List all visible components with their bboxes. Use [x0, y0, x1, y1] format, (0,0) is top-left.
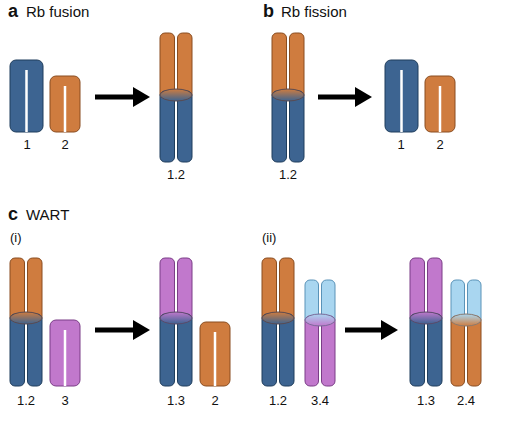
chromosome-number: 1.3	[417, 394, 435, 408]
chromosome-number: 1.2	[269, 394, 287, 408]
panel-letter: b	[263, 2, 274, 22]
panel-letter: c	[8, 205, 18, 225]
acrocentric-chromosome	[50, 76, 80, 132]
panel-title: WART	[26, 207, 69, 224]
subpanel-label: (ii)	[262, 231, 276, 245]
panel-title: Rb fission	[281, 4, 347, 21]
chromosome-number: 1	[397, 138, 404, 152]
fused-chromosome	[272, 33, 304, 162]
chromosome-number: 2.4	[457, 394, 475, 408]
subpanel-label: (i)	[10, 231, 22, 245]
chromosome-number: 2	[211, 394, 218, 408]
chromosome-number: 3	[61, 394, 68, 408]
fused-chromosome	[305, 280, 335, 386]
acrocentric-chromosome	[10, 60, 43, 132]
chromosome-number: 1	[23, 138, 30, 152]
process-arrow	[95, 87, 150, 107]
chromosome-number: 1.2	[17, 394, 35, 408]
process-arrow	[95, 320, 150, 340]
chromosome-number: 1.2	[167, 168, 185, 182]
panel-letter: a	[8, 2, 18, 22]
panel-title: Rb fusion	[26, 4, 89, 21]
chromosome-number: 1.3	[167, 394, 185, 408]
acrocentric-chromosome	[50, 320, 80, 386]
fused-chromosome	[10, 258, 42, 386]
process-arrow	[345, 320, 398, 340]
process-arrow	[318, 87, 372, 107]
fused-chromosome	[451, 280, 481, 386]
acrocentric-chromosome	[200, 322, 230, 386]
fused-chromosome	[160, 258, 192, 386]
fused-chromosome	[262, 258, 294, 386]
chromosome-number: 3.4	[311, 394, 329, 408]
chromosome-number: 1.2	[279, 168, 297, 182]
chromosome-number: 2	[61, 138, 68, 152]
fused-chromosome	[160, 33, 192, 162]
acrocentric-chromosome	[385, 60, 418, 132]
acrocentric-chromosome	[425, 76, 455, 132]
chromosome-number: 2	[436, 138, 443, 152]
fused-chromosome	[410, 258, 442, 386]
